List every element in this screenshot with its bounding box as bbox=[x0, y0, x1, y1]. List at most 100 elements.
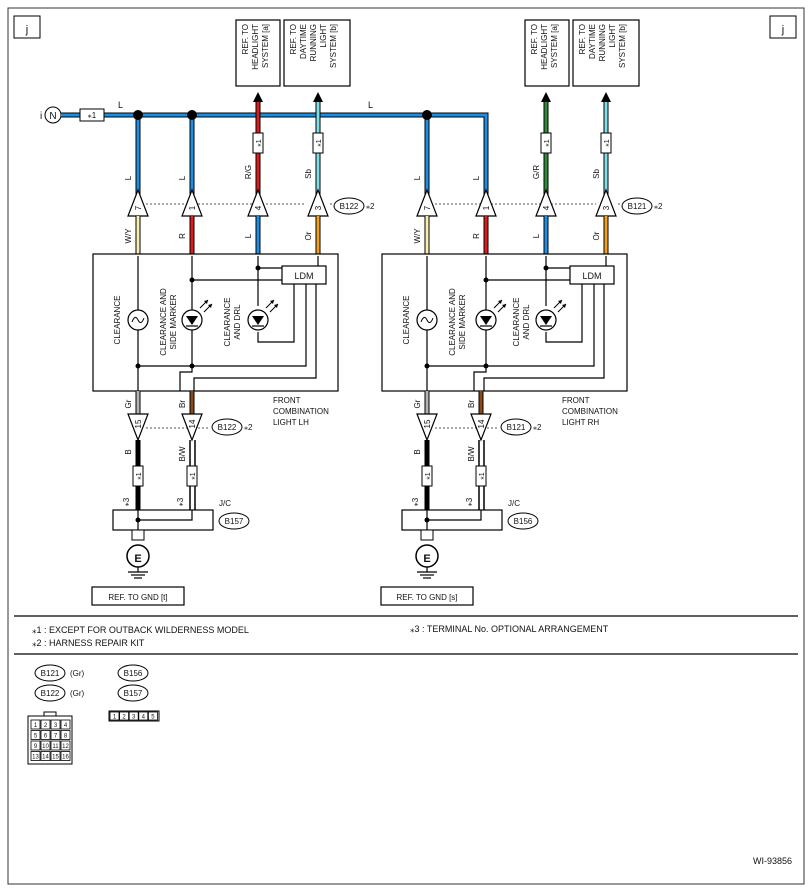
rh-combination-light: LDM CLEARANCE CLEARANCE AND SIDE MARKER … bbox=[381, 253, 628, 392]
rh-ref-drl: REF. TO DAYTIME RUNNING LIGHT SYSTEM [b] bbox=[572, 19, 640, 87]
pin-cell bbox=[138, 711, 149, 721]
lh-connector-badge-top-label: B122 bbox=[340, 202, 359, 211]
power-source: i N bbox=[40, 106, 62, 124]
pin-number: 4 bbox=[64, 723, 68, 729]
rh-ground-letter: E bbox=[423, 553, 430, 565]
rh-connector-badge-top bbox=[621, 197, 653, 215]
pin-cell bbox=[40, 751, 51, 761]
lh-ground-letter: E bbox=[134, 553, 141, 565]
pin-number: 3 bbox=[54, 723, 58, 729]
lh-wire-code-ground-1: B bbox=[124, 449, 133, 454]
rh-bottom-connector: 15 14 B121 ⁎2 bbox=[416, 413, 542, 442]
lh-pin-bottom-1: 15 bbox=[134, 419, 143, 428]
pin-cell bbox=[147, 711, 158, 721]
lh-branch-star1-b: ⁎1 bbox=[316, 139, 323, 147]
pin-cell bbox=[50, 730, 61, 740]
lh-lamp-label-drl-1: CLEARANCE bbox=[223, 298, 232, 347]
rh-ref-drl-line4: LIGHT bbox=[608, 24, 617, 48]
pin-number: 2 bbox=[44, 723, 48, 729]
lh-ref-gnd: REF. TO GND [t] bbox=[91, 586, 185, 606]
lh-wire-code-bottom-2: Br bbox=[178, 400, 187, 408]
section-marker-right-label: j bbox=[781, 24, 784, 36]
section-marker-left-label: j bbox=[25, 24, 28, 36]
rh-ref-headlight-line2: HEADLIGHT bbox=[540, 24, 549, 70]
rh-ground-star1-a: ⁎1 bbox=[425, 472, 432, 480]
rh-wire-code-below-4: Or bbox=[592, 231, 601, 240]
lh-wire-code-above-2: L bbox=[178, 175, 187, 180]
rh-top-connector: 7 1 4 3 B121 ⁎2 bbox=[416, 188, 663, 217]
pin-number: 13 bbox=[32, 755, 39, 761]
rh-connector-badge-top-label: B121 bbox=[628, 202, 647, 211]
key-b122-color: (Gr) bbox=[70, 689, 85, 698]
lh-ref-headlight-line1: REF. TO bbox=[241, 24, 250, 54]
pin-cell bbox=[128, 711, 139, 721]
lh-lamp-label-drl-2: AND DRL bbox=[233, 304, 242, 340]
lh-combo-label-2: COMBINATION bbox=[273, 407, 329, 416]
lh-wire-code-below-2: R bbox=[178, 233, 187, 239]
lh-ref-drl-line5: SYSTEM [b] bbox=[329, 24, 338, 68]
lh-combination-light: LDM CLEARANCE CLEARANCE AND SIDE MARKER … bbox=[92, 253, 339, 392]
power-source-id: i bbox=[40, 111, 42, 122]
pin-number: 11 bbox=[52, 744, 59, 750]
rh-combo-label-2: COMBINATION bbox=[562, 407, 618, 416]
rh-wire-code-ground-1: B bbox=[413, 449, 422, 454]
rh-wire-code-above-3: G/R bbox=[532, 165, 541, 179]
pin-cell bbox=[30, 740, 41, 751]
power-source-letter: N bbox=[49, 111, 56, 122]
rh-connector-badge-bottom bbox=[500, 418, 532, 436]
pin-number: 12 bbox=[62, 744, 69, 750]
rh-lamp-label-side-1: CLEARANCE AND bbox=[448, 288, 457, 356]
lh-ground-star3-b: ⁎3 bbox=[176, 497, 185, 506]
rh-wire-code-above-1: L bbox=[413, 175, 422, 180]
lh-ldm-module bbox=[281, 265, 327, 285]
rh-branch-star1-a: ⁎1 bbox=[544, 139, 551, 147]
rh-pin-top-1: 7 bbox=[423, 205, 432, 210]
pin-cell bbox=[60, 719, 71, 730]
rh-wire-code-ground-2: B/W bbox=[467, 446, 476, 462]
rh-connector-badge-bottom-label: B121 bbox=[507, 423, 526, 432]
main-bus: ⁎1 L L bbox=[61, 100, 489, 198]
lh-connector-badge-top bbox=[333, 197, 365, 215]
lh-ref-drl-line3: RUNNING bbox=[309, 24, 318, 61]
rh-wire-code-bottom-2: Br bbox=[467, 400, 476, 408]
lh-joint-connector: J/C B157 bbox=[112, 499, 250, 540]
lh-lamp-label-clearance: CLEARANCE bbox=[113, 296, 122, 345]
lh-wire-code-below-1: W/Y bbox=[124, 228, 133, 244]
lh-ref-gnd-label: REF. TO GND [t] bbox=[108, 593, 167, 602]
lh-ref-headlight-line3: SYSTEM [a] bbox=[261, 24, 270, 68]
pin-number: 6 bbox=[44, 734, 48, 740]
pin-cell bbox=[109, 711, 120, 721]
lh-ground-star1-a: ⁎1 bbox=[136, 472, 143, 480]
lh-connector-badge-bottom-label: B122 bbox=[218, 423, 237, 432]
lh-wire-code-below-4: Or bbox=[304, 231, 313, 240]
pin-cell bbox=[40, 719, 51, 730]
pin-cell bbox=[40, 730, 51, 740]
option-star1-label: ⁎1 bbox=[88, 111, 97, 120]
rh-combo-label-1: FRONT bbox=[562, 396, 590, 405]
pin-number: 10 bbox=[42, 744, 49, 750]
lh-ground-star1-b: ⁎1 bbox=[190, 472, 197, 480]
pin-number: 14 bbox=[42, 755, 49, 761]
lh-combo-label-3: LIGHT LH bbox=[273, 418, 309, 427]
lh-pin-top-4: 3 bbox=[314, 205, 323, 210]
pin-cell bbox=[30, 751, 41, 761]
pin-cell bbox=[30, 730, 41, 740]
rh-jc-label: J/C bbox=[508, 499, 520, 508]
lh-pin-top-2: 1 bbox=[188, 205, 197, 210]
rh-wire-code-below-2: R bbox=[472, 233, 481, 239]
pin-number: 8 bbox=[64, 734, 68, 740]
legend-note-3: ⁎3 : TERMINAL No. OPTIONAL ARRANGEMENT bbox=[410, 624, 609, 634]
rh-ref-headlight-line1: REF. TO bbox=[530, 24, 539, 54]
pin-cell bbox=[40, 740, 51, 751]
rh-ref-gnd: REF. TO GND [s] bbox=[380, 586, 474, 606]
lh-jc-badge-label: B157 bbox=[225, 517, 244, 526]
rh-pin-top-2: 1 bbox=[482, 205, 491, 210]
rh-lamp-label-drl-1: CLEARANCE bbox=[512, 298, 521, 347]
key-b122-label: B122 bbox=[41, 689, 60, 698]
key-b121-color: (Gr) bbox=[70, 669, 85, 678]
lh-ldm-label: LDM bbox=[294, 271, 313, 281]
lh-wire-code-above-1: L bbox=[124, 175, 133, 180]
pin-number: 7 bbox=[54, 734, 58, 740]
pin-cell bbox=[119, 711, 129, 721]
